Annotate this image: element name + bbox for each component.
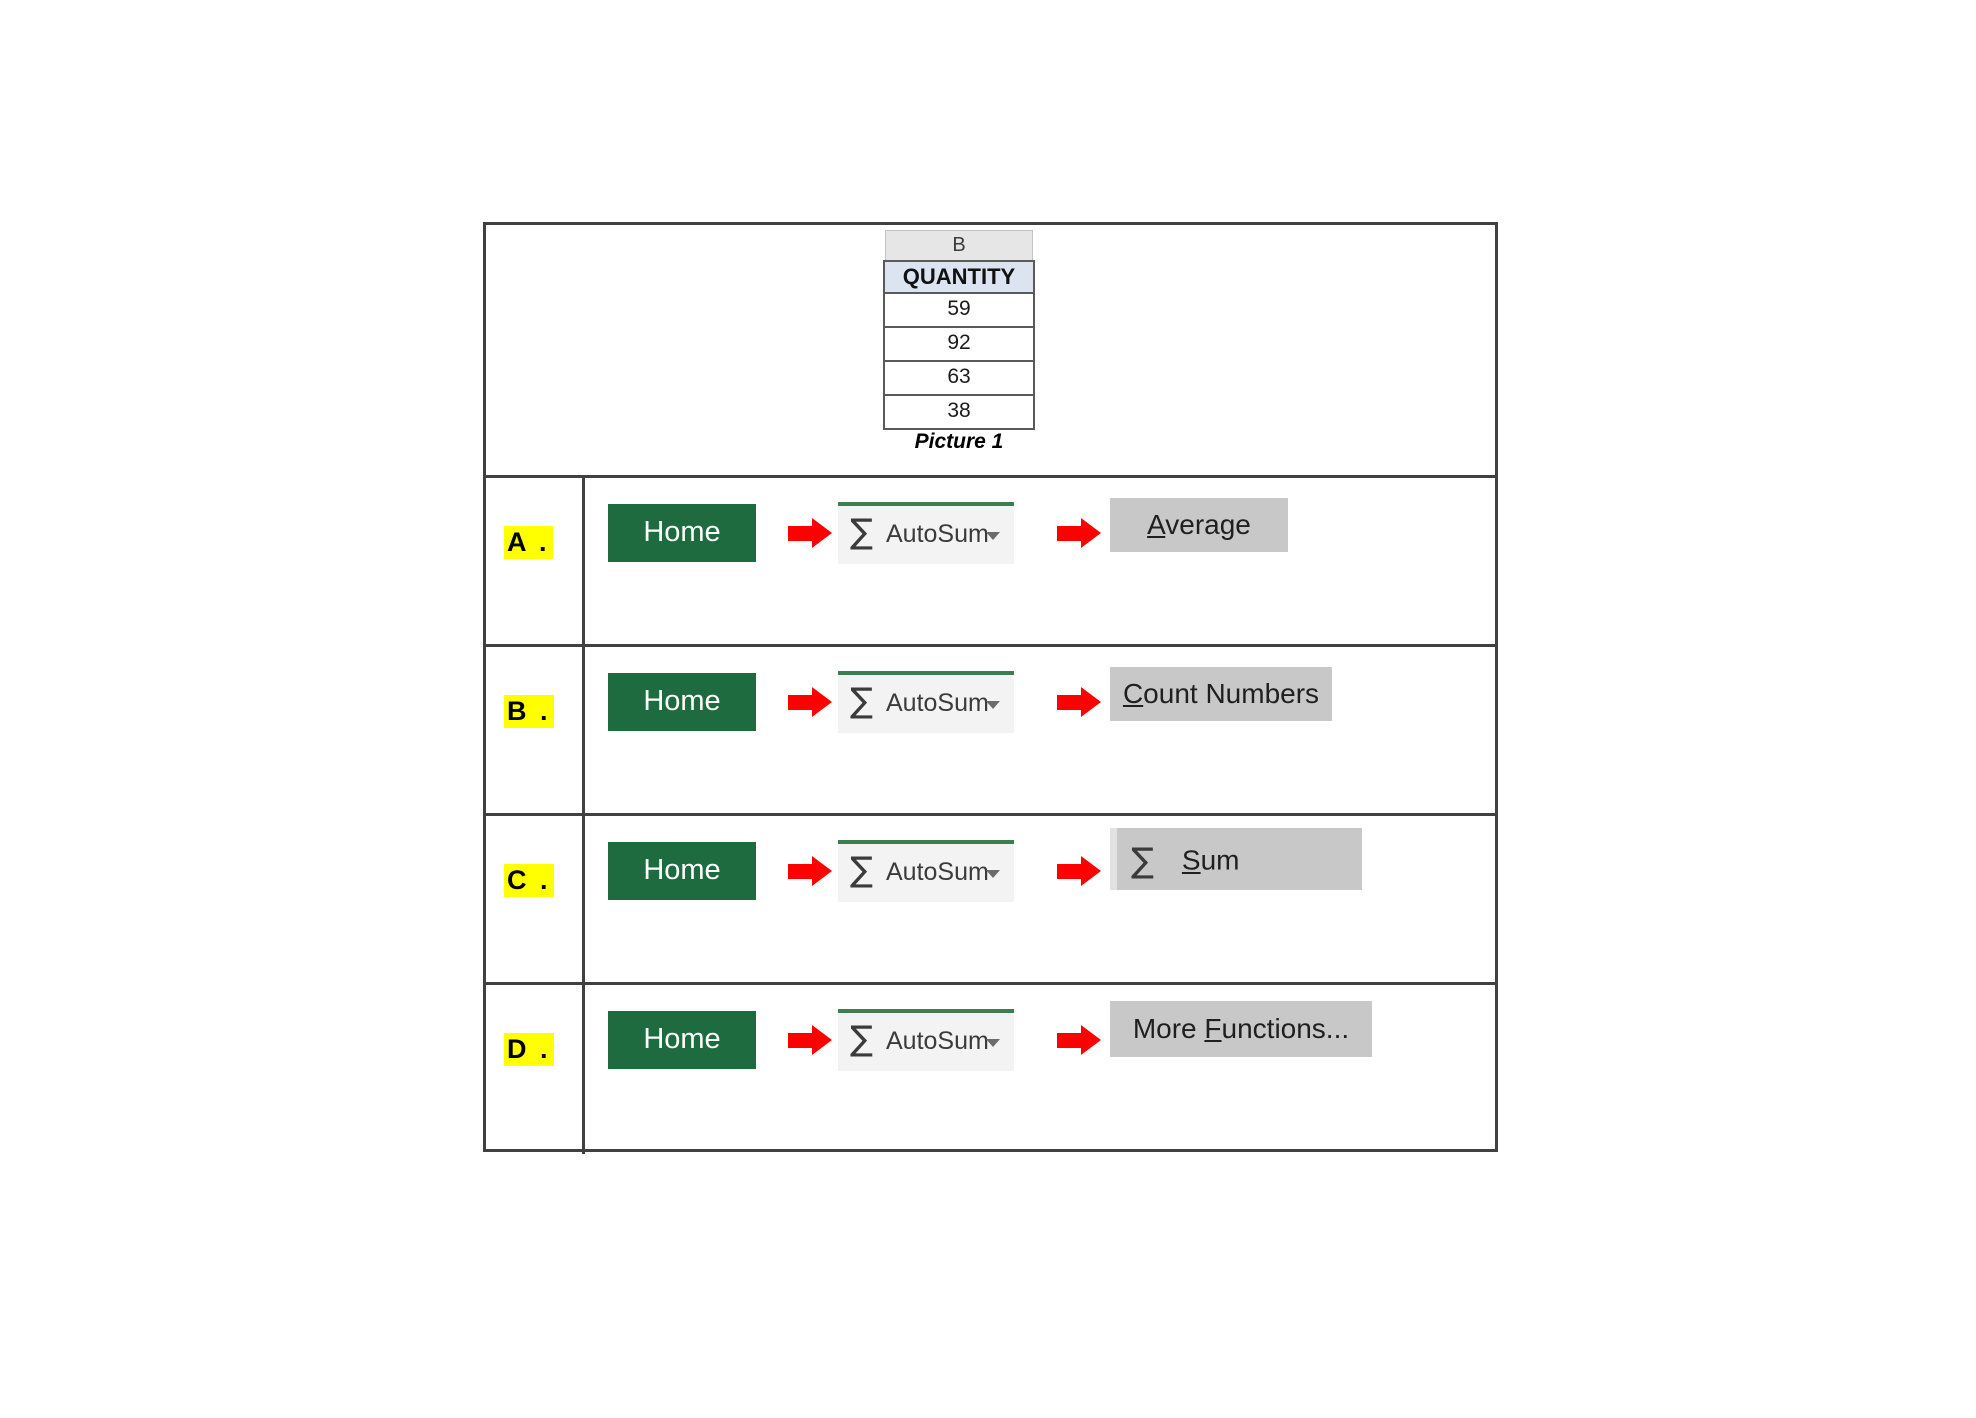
excel-data-cell: 92 xyxy=(883,328,1035,362)
option-label-cell-a: A . xyxy=(486,478,585,644)
arrow-head xyxy=(812,856,832,886)
picture-row: B QUANTITY 59 92 63 38 Picture 1 xyxy=(486,225,1495,478)
excel-header-cell-quantity: QUANTITY xyxy=(883,260,1035,294)
right-arrow-icon xyxy=(1057,856,1101,886)
home-button[interactable]: Home xyxy=(608,1011,756,1069)
menu-item-sum[interactable]: ∑ Sum xyxy=(1110,828,1362,890)
excel-data-cell: 63 xyxy=(883,362,1035,396)
menu-item-average[interactable]: Average xyxy=(1110,498,1288,552)
accelerator-letter: S xyxy=(1181,844,1201,876)
sigma-icon: ∑ xyxy=(850,850,873,890)
arrow-head xyxy=(1081,856,1101,886)
sigma-icon: ∑ xyxy=(850,512,873,552)
option-letter-c: C . xyxy=(504,864,554,897)
autosum-label: AutoSum xyxy=(886,858,989,886)
arrow-shaft xyxy=(788,695,814,710)
menu-item-label-pre: More xyxy=(1132,1013,1205,1044)
right-arrow-icon xyxy=(788,856,832,886)
sigma-icon: ∑ xyxy=(850,1019,873,1059)
autosum-button[interactable]: ∑ AutoSum xyxy=(838,1009,1014,1071)
excel-data-cell: 38 xyxy=(883,396,1035,430)
picture-caption: Picture 1 xyxy=(914,430,1004,453)
chevron-down-icon[interactable] xyxy=(986,532,1000,540)
arrow-shaft xyxy=(788,1033,814,1048)
right-arrow-icon xyxy=(1057,687,1101,717)
chevron-down-icon[interactable] xyxy=(986,1039,1000,1047)
right-arrow-icon xyxy=(788,1025,832,1055)
right-arrow-icon xyxy=(788,687,832,717)
option-row-c[interactable]: C . Home ∑ AutoSum ∑ Sum xyxy=(486,816,1495,985)
question-table: B QUANTITY 59 92 63 38 Picture 1 A . Hom… xyxy=(483,222,1498,1154)
arrow-shaft xyxy=(788,864,814,879)
autosum-label: AutoSum xyxy=(886,689,989,717)
autosum-button[interactable]: ∑ AutoSum xyxy=(838,502,1014,564)
menu-item-label-rest: ount Numbers xyxy=(1143,678,1320,709)
menu-item-label: Sum xyxy=(1182,845,1240,876)
excel-column-header-b: B xyxy=(885,230,1033,260)
home-button[interactable]: Home xyxy=(608,673,756,731)
home-button[interactable]: Home xyxy=(608,504,756,562)
option-row-d[interactable]: D . Home ∑ AutoSum More Functions... xyxy=(486,985,1495,1154)
option-steps-b: Home ∑ AutoSum Count Numbers xyxy=(585,647,1495,813)
arrow-shaft xyxy=(1057,864,1083,879)
option-row-a[interactable]: A . Home ∑ AutoSum Average xyxy=(486,478,1495,647)
autosum-button[interactable]: ∑ AutoSum xyxy=(838,840,1014,902)
menu-item-label-rest: unctions... xyxy=(1221,1013,1350,1044)
menu-item-more-functions[interactable]: More Functions... xyxy=(1110,1001,1372,1057)
sigma-icon: ∑ xyxy=(850,681,873,721)
chevron-down-icon[interactable] xyxy=(986,870,1000,878)
accelerator-letter: A xyxy=(1147,509,1166,540)
sigma-icon: ∑ xyxy=(1131,840,1154,881)
option-letter-a: A . xyxy=(504,526,553,559)
arrow-shaft xyxy=(788,526,814,541)
arrow-head xyxy=(812,687,832,717)
chevron-down-icon[interactable] xyxy=(986,701,1000,709)
menu-item-count-numbers[interactable]: Count Numbers xyxy=(1110,667,1332,721)
right-arrow-icon xyxy=(1057,518,1101,548)
option-steps-c: Home ∑ AutoSum ∑ Sum xyxy=(585,816,1495,982)
autosum-label: AutoSum xyxy=(886,520,989,548)
autosum-button[interactable]: ∑ AutoSum xyxy=(838,671,1014,733)
menu-item-label-rest: verage xyxy=(1165,509,1251,540)
option-steps-a: Home ∑ AutoSum Average xyxy=(585,478,1495,644)
option-label-cell-d: D . xyxy=(486,985,585,1154)
home-button[interactable]: Home xyxy=(608,842,756,900)
arrow-shaft xyxy=(1057,695,1083,710)
option-label-cell-c: C . xyxy=(486,816,585,982)
accelerator-letter: C xyxy=(1122,678,1144,709)
option-steps-d: Home ∑ AutoSum More Functions... xyxy=(585,985,1495,1154)
arrow-head xyxy=(1081,687,1101,717)
arrow-head xyxy=(812,1025,832,1055)
accelerator-letter: F xyxy=(1204,1013,1222,1044)
arrow-head xyxy=(812,518,832,548)
option-letter-d: D . xyxy=(504,1033,554,1066)
excel-data-cell: 59 xyxy=(883,294,1035,328)
right-arrow-icon xyxy=(1057,1025,1101,1055)
excel-snippet: B QUANTITY 59 92 63 38 xyxy=(883,230,1035,430)
option-row-b[interactable]: B . Home ∑ AutoSum Count Numbers xyxy=(486,647,1495,816)
arrow-shaft xyxy=(1057,1033,1083,1048)
arrow-shaft xyxy=(1057,526,1083,541)
right-arrow-icon xyxy=(788,518,832,548)
arrow-head xyxy=(1081,518,1101,548)
option-letter-b: B . xyxy=(504,695,554,728)
autosum-label: AutoSum xyxy=(886,1027,989,1055)
option-label-cell-b: B . xyxy=(486,647,585,813)
menu-item-label-rest: um xyxy=(1200,844,1240,876)
arrow-head xyxy=(1081,1025,1101,1055)
